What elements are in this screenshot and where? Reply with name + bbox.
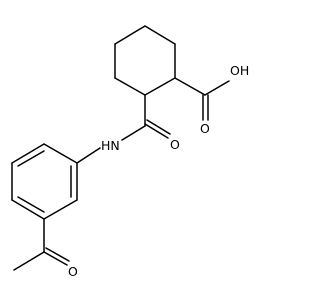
- bond-amide-double-o-b: [146, 119, 171, 135]
- bond-acetyl-double-o-b: [45, 247, 70, 262]
- structure-diagram: OH O O HN O: [11, 25, 249, 279]
- acetyl-oxygen-label: O: [68, 264, 78, 279]
- bond-ring-c4-c5: [144, 77, 176, 96]
- bond-carboxyl-oh: [204, 80, 230, 96]
- molecule-drawing: OH O O HN O: [11, 25, 249, 279]
- bond-acetyl-double-o-a: [43, 251, 68, 266]
- bond-benzene-5: [43, 199, 78, 220]
- bond-benzene-2: [11, 143, 45, 164]
- bond-benzene-4: [11, 199, 45, 220]
- bond-amide-c-n: [121, 125, 146, 141]
- bond-n-to-phenyl: [76, 147, 101, 164]
- bond-benzene-inner-2: [17, 196, 45, 213]
- bond-ring-c6-c1: [144, 25, 176, 45]
- carboxyl-oxygen-label: O: [200, 121, 210, 136]
- amide-oxygen-label: O: [170, 137, 180, 152]
- bond-ring-to-carboxyl: [174, 77, 206, 96]
- bond-ring-c3-c4: [114, 77, 146, 96]
- amide-nitrogen-label: HN: [101, 138, 120, 153]
- bond-benzene-1: [43, 143, 78, 164]
- bond-amide-double-o-a: [144, 123, 169, 139]
- bond-benzene-inner-1: [17, 150, 45, 167]
- bond-ring-c1-c2: [114, 25, 146, 45]
- bond-acetyl-methyl: [13, 251, 45, 271]
- hydroxyl-label: OH: [230, 63, 249, 78]
